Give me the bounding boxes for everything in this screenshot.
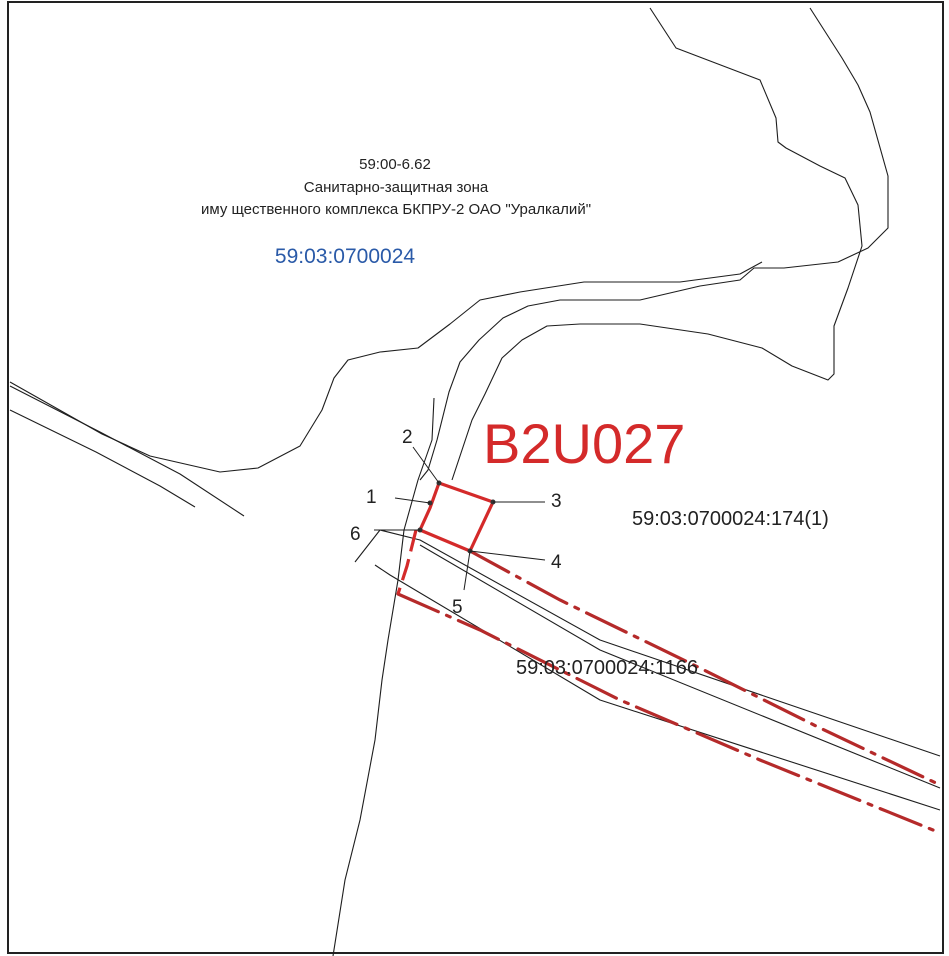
leader-2 <box>412 446 440 484</box>
zone-boundary <box>9 261 763 473</box>
point-label-2: 2 <box>402 427 413 448</box>
road-upper <box>9 385 245 517</box>
river-outer-bank <box>451 7 863 481</box>
point-label-6: 6 <box>350 524 361 545</box>
leader-4 <box>469 550 546 561</box>
point-label-4: 4 <box>551 552 562 573</box>
leader-1 <box>394 497 431 504</box>
zone-description: иму щественного комплекса БКПРУ-2 ОАО "У… <box>201 201 591 218</box>
map-frame <box>7 1 944 954</box>
vertical-boundary <box>332 397 435 956</box>
parcel-road-number: 59:03:0700024:1166 <box>516 657 698 679</box>
object-code: B2U027 <box>483 412 685 475</box>
dashed-boundary-upper <box>468 549 940 786</box>
parcel-main-number: 59:03:0700024:174(1) <box>632 508 829 530</box>
leader-5 <box>463 550 471 591</box>
zone-name: Санитарно-защитная зона <box>304 179 489 196</box>
zone-code: 59:00-6.62 <box>359 156 431 173</box>
point-label-1: 1 <box>366 487 377 508</box>
dashed-boundary-vertical <box>396 529 418 595</box>
dashed-boundary-lower <box>396 592 940 834</box>
road-strip-middle <box>419 544 941 789</box>
point-label-3: 3 <box>551 491 562 512</box>
road-lower <box>9 409 196 508</box>
parcel-polygon <box>418 481 495 553</box>
road-strip-top <box>354 529 941 757</box>
quarter-number: 59:03:0700024 <box>275 245 415 268</box>
point-label-5: 5 <box>452 597 463 618</box>
river-inner-bank <box>419 7 889 481</box>
